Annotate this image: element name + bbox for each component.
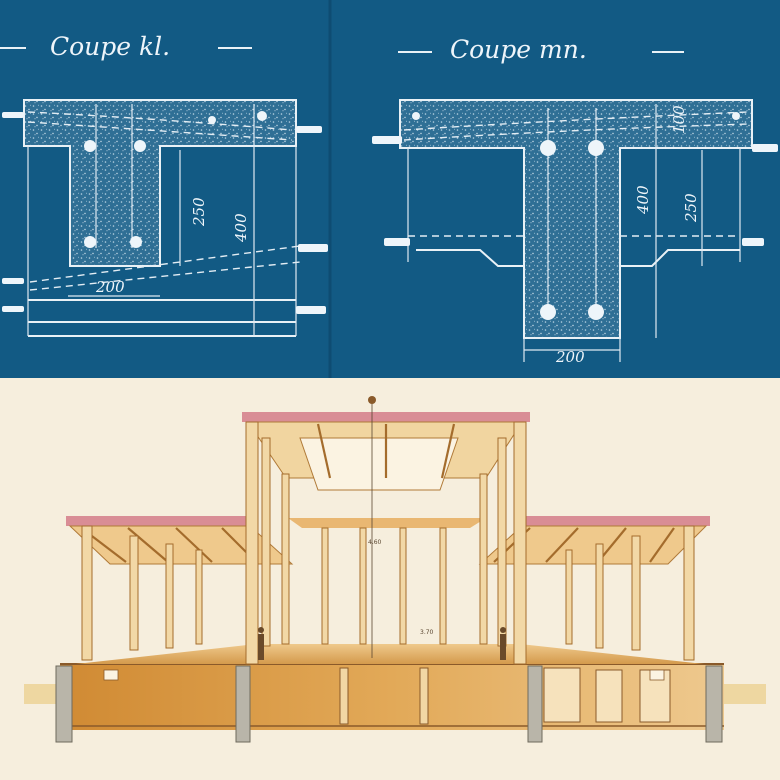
- figures: [258, 627, 506, 660]
- haunch-right: [620, 249, 740, 267]
- roof-slab-edge: [242, 412, 530, 422]
- section-kl: Coupe kl.: [0, 32, 328, 337]
- section-mn-concrete: [400, 100, 752, 338]
- section-mn-title: Coupe mn.: [450, 35, 587, 64]
- rebar-dot: [588, 140, 604, 156]
- rebar-dot: [257, 111, 267, 121]
- rebar-dot: [130, 236, 142, 248]
- basement: [60, 664, 724, 730]
- dim-height-outer: 400: [634, 185, 652, 215]
- height-mark-top: 4.60: [368, 539, 382, 546]
- basement-window: [649, 669, 665, 681]
- bent-bar: [403, 123, 749, 141]
- rebar-dot: [84, 236, 96, 248]
- bent-bar: [27, 111, 293, 131]
- blueprint-svg: Coupe kl.: [0, 0, 778, 378]
- bar-end: [2, 112, 24, 118]
- section-kl-title: Coupe kl.: [50, 32, 170, 61]
- bent-bar: [27, 121, 293, 141]
- rebar-dot: [540, 304, 556, 320]
- frame-drawing-panel: 4.60 3.70: [0, 378, 780, 780]
- bar-end: [2, 278, 24, 284]
- right-wing-ceiling: [478, 525, 708, 565]
- rebar-dot: [84, 140, 96, 152]
- haunch-left: [416, 249, 524, 267]
- rebar-dot: [588, 304, 604, 320]
- slope-dash: [29, 245, 301, 283]
- blueprint-panel: Coupe kl.: [0, 0, 780, 378]
- surveyor-figure: [368, 396, 376, 404]
- rebar-dot: [732, 112, 740, 120]
- bar-end: [296, 126, 322, 133]
- dim-width: 200: [95, 278, 125, 296]
- roof-opening: [299, 437, 459, 491]
- bent-bar: [403, 111, 749, 131]
- bar-end: [742, 238, 764, 246]
- ground-floor-slab: [76, 644, 704, 664]
- dim-width: 200: [555, 348, 585, 366]
- basement-window: [103, 669, 119, 681]
- columns: [81, 421, 695, 665]
- dim-flange: 100: [670, 105, 688, 134]
- section-mn: Coupe mn.: [372, 35, 778, 366]
- foundation-piers: [55, 665, 723, 743]
- slope-dash: [29, 261, 301, 291]
- bar-end: [372, 136, 402, 144]
- rebar-dot: [412, 112, 420, 120]
- bar-end: [752, 144, 778, 152]
- left-wing-ceiling: [68, 525, 294, 565]
- left-wing-slab-edge: [66, 516, 250, 526]
- dim-height-inner: 250: [682, 193, 700, 223]
- section-kl-outline: [23, 99, 297, 267]
- rebar-dot: [208, 116, 216, 124]
- right-wing-slab-edge: [522, 516, 710, 526]
- height-mark-mid: 3.70: [420, 629, 434, 636]
- dim-height-inner: 250: [190, 197, 208, 227]
- bar-end: [298, 244, 328, 252]
- rebar-dot: [134, 140, 146, 152]
- bar-end: [2, 306, 24, 312]
- mid-slab: [288, 518, 486, 528]
- dim-height-outer: 400: [232, 213, 250, 243]
- bar-end: [296, 306, 326, 314]
- frame-drawing-svg: 4.60 3.70: [24, 396, 766, 743]
- bar-end: [384, 238, 410, 246]
- rebar-dot: [540, 140, 556, 156]
